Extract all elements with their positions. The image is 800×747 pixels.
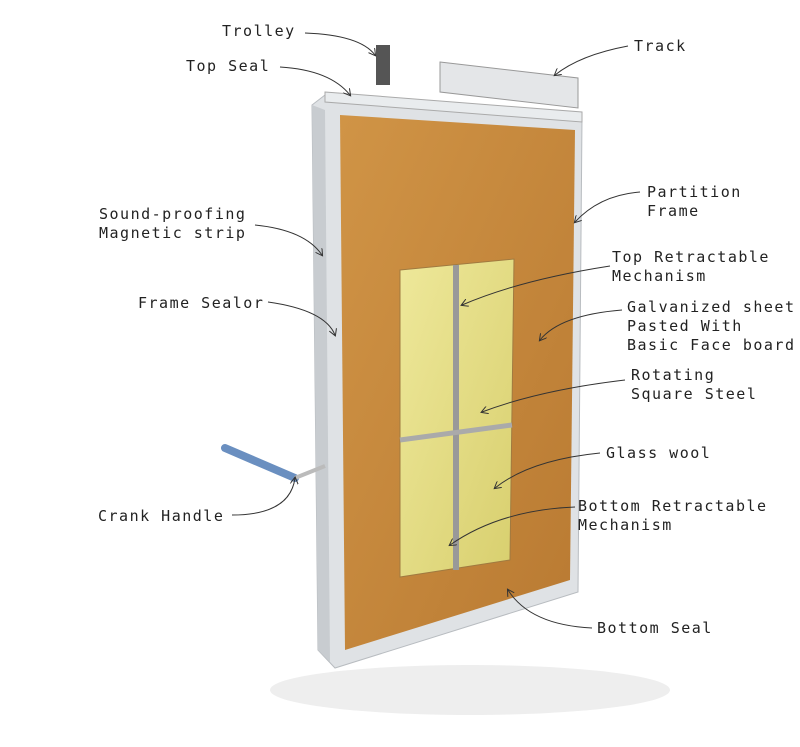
label-top-retractable-2: Mechanism — [612, 267, 707, 285]
label-top-retractable-1: Top Retractable — [612, 248, 770, 266]
shadow — [270, 665, 670, 715]
label-trolley: Trolley — [222, 22, 296, 40]
label-bottom-retractable-1: Bottom Retractable — [578, 497, 768, 515]
label-frame-sealor: Frame Sealor — [138, 294, 265, 312]
label-glass-wool: Glass wool — [606, 444, 712, 462]
label-top-seal: Top Seal — [186, 57, 271, 75]
label-crank-handle: Crank Handle — [98, 507, 225, 525]
top-seal — [324, 91, 583, 123]
label-rotating-1: Rotating — [631, 366, 716, 384]
label-partition-frame-1: Partition — [647, 183, 742, 201]
label-bottom-retractable-2: Mechanism — [578, 516, 673, 534]
frame-sealor — [312, 105, 330, 662]
label-sound-proofing-1: Sound-proofing — [99, 205, 247, 223]
crank-handle — [221, 444, 299, 482]
leader-lines — [231, 32, 641, 629]
label-sound-proofing-2: Magnetic strip — [99, 224, 247, 242]
label-galvanized-1: Galvanized sheet — [627, 298, 796, 316]
label-rotating-2: Square Steel — [631, 385, 758, 403]
crank-shaft — [294, 464, 326, 480]
label-galvanized-3: Basic Face board — [627, 336, 796, 354]
label-galvanized-2: Pasted With — [627, 317, 743, 335]
label-track: Track — [634, 37, 687, 55]
label-partition-frame-2: Frame — [647, 202, 700, 220]
trolley — [376, 45, 390, 85]
rotating-square-steel — [399, 422, 513, 443]
track — [439, 61, 579, 109]
label-bottom-seal: Bottom Seal — [597, 619, 713, 637]
